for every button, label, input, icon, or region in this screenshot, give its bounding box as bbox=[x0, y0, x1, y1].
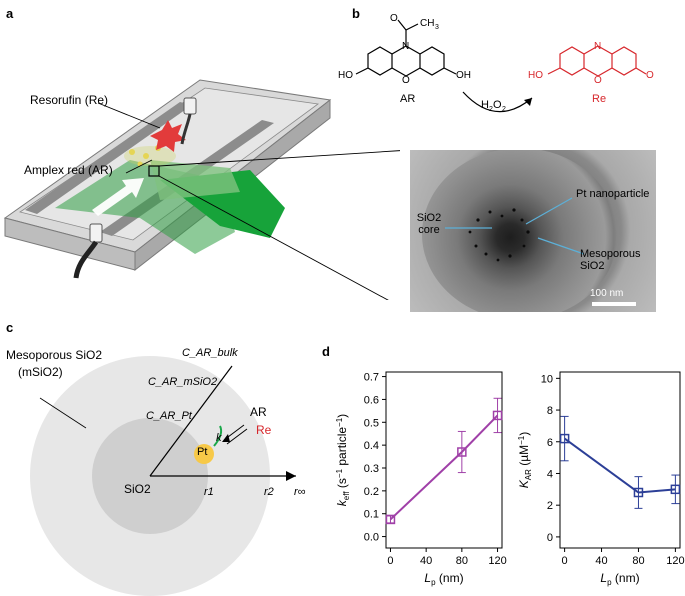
svg-text:3: 3 bbox=[435, 24, 439, 31]
sio2-center-label: SiO2 bbox=[124, 482, 151, 496]
diffusion-schematic bbox=[30, 356, 296, 596]
x-axis-label: Lp (nm) bbox=[600, 571, 639, 587]
x-tick-label: 0 bbox=[387, 555, 393, 567]
y-tick-label: 0 bbox=[547, 532, 553, 544]
data-point bbox=[559, 433, 570, 444]
ar-molecule-label: AR bbox=[400, 93, 415, 105]
svg-text:O: O bbox=[402, 75, 410, 86]
y-tick-label: 0.6 bbox=[364, 394, 379, 406]
re-label: Re bbox=[256, 423, 272, 437]
svg-text:H: H bbox=[481, 99, 489, 111]
plot-frame bbox=[385, 371, 503, 549]
y-tick-label: 2 bbox=[547, 500, 553, 512]
x-tick-label: 80 bbox=[632, 555, 644, 567]
y-axis-label: KAR (µM−1) bbox=[517, 432, 533, 489]
y-tick-label: 0.0 bbox=[364, 532, 379, 544]
pt-nanoparticle-label: Pt nanoparticle bbox=[576, 188, 650, 200]
plot-frame bbox=[559, 371, 681, 549]
series-line bbox=[389, 414, 499, 521]
y-tick-label: 10 bbox=[541, 373, 553, 385]
amplex-red-label: Amplex red (AR) bbox=[24, 163, 113, 177]
svg-text:O: O bbox=[390, 13, 398, 24]
x-tick-label: 0 bbox=[562, 555, 568, 567]
y-axis-label: keff (s−1 particle−1) bbox=[335, 414, 351, 506]
svg-text:N: N bbox=[594, 41, 601, 52]
y-tick-label: 0.3 bbox=[364, 463, 379, 475]
svg-text:HO: HO bbox=[338, 70, 353, 81]
x-tick-label: 80 bbox=[456, 555, 468, 567]
x-tick-label: 120 bbox=[666, 555, 684, 567]
c-ar-bulk-label: C_AR_bulk bbox=[182, 347, 238, 359]
svg-text:2: 2 bbox=[502, 106, 506, 113]
data-point bbox=[633, 487, 644, 498]
data-point bbox=[457, 447, 467, 457]
x-axis-label: Lp (nm) bbox=[424, 571, 463, 587]
svg-text:O: O bbox=[646, 70, 654, 81]
svg-text:CH: CH bbox=[420, 18, 434, 29]
y-tick-label: 0.5 bbox=[364, 417, 379, 429]
c-ar-pt-label: C_AR_Pt bbox=[146, 410, 192, 422]
microfluidic-device-illustration bbox=[3, 79, 400, 300]
data-point bbox=[670, 484, 681, 495]
x-tick-label: 40 bbox=[420, 555, 432, 567]
data-point bbox=[492, 410, 503, 421]
panel-label-b: b bbox=[352, 6, 360, 21]
keff-chart: 0.0 0.1 0.2 0.3 0.4 0.5 0.6 0.7 0 40 80 120 Lp (nm) k… bbox=[335, 371, 507, 587]
data-point bbox=[385, 514, 396, 525]
svg-text:2: 2 bbox=[489, 106, 493, 113]
r2-label: r2 bbox=[264, 486, 274, 498]
svg-text:N: N bbox=[402, 41, 409, 52]
kar-chart: 0 2 4 6 8 10 0 40 80 120 Lp (nm) KAR (µM−1) bbox=[517, 371, 685, 587]
reaction-scheme: N O O CH 3 HO OH AR H 2 O 2 N O HO O Re bbox=[338, 13, 654, 113]
rate-constant-label: k bbox=[216, 432, 222, 444]
re-molecule-label: Re bbox=[592, 93, 606, 105]
tem-image: Pt nanoparticle SiO2 core Mesoporous SiO… bbox=[410, 150, 656, 312]
y-tick-label: 8 bbox=[547, 405, 553, 417]
sio2-core-label: SiO2 core bbox=[416, 212, 442, 236]
y-tick-label: 0.2 bbox=[364, 486, 379, 498]
svg-text:O: O bbox=[493, 99, 502, 111]
mesoporous-label: Mesoporous SiO2 bbox=[580, 248, 641, 272]
c-ar-msio2-label: C_AR_mSiO2 bbox=[148, 376, 218, 388]
msio2-label: (mSiO2) bbox=[18, 365, 63, 379]
panel-label-c: c bbox=[6, 320, 14, 335]
resorufin-label: Resorufin (Re) bbox=[30, 93, 109, 107]
amplex-red-structure bbox=[355, 19, 457, 77]
svg-text:OH: OH bbox=[456, 70, 471, 81]
y-tick-label: 0.4 bbox=[364, 440, 379, 452]
scale-bar-label: 100 nm bbox=[590, 288, 624, 299]
y-tick-label: 0.7 bbox=[364, 372, 379, 384]
y-tick-label: 6 bbox=[547, 437, 553, 449]
y-tick-label: 0.1 bbox=[364, 509, 379, 521]
svg-text:HO: HO bbox=[528, 70, 543, 81]
x-tick-label: 40 bbox=[595, 555, 607, 567]
panel-label-a: a bbox=[6, 6, 14, 21]
r-infinity-label: r∞ bbox=[294, 486, 306, 498]
panel-label-d: d bbox=[322, 344, 330, 359]
x-tick-label: 120 bbox=[488, 555, 506, 567]
series-line bbox=[564, 437, 676, 494]
resorufin-structure bbox=[547, 45, 647, 77]
ar-label: AR bbox=[250, 405, 267, 419]
r1-label: r1 bbox=[204, 486, 214, 498]
y-tick-label: 4 bbox=[547, 468, 553, 480]
mesoporous-sio2-label: Mesoporous SiO2 bbox=[6, 348, 103, 362]
svg-text:O: O bbox=[594, 75, 602, 86]
pt-label: Pt bbox=[197, 446, 208, 458]
